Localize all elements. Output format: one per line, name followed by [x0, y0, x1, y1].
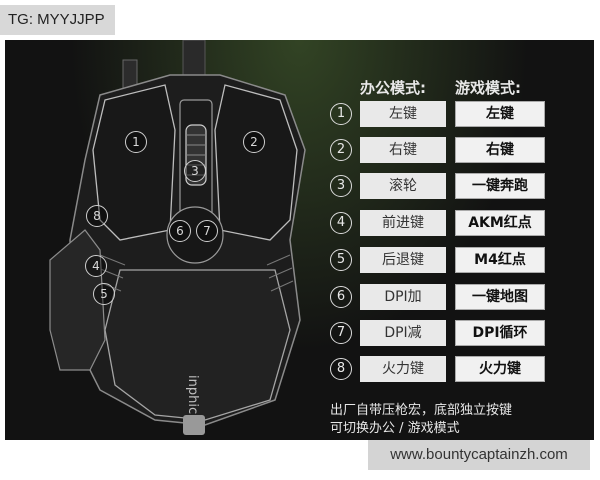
row-number-7: 7 [330, 322, 352, 344]
mouse-weight-knob [183, 415, 205, 435]
top-left-tag: TG: MYYJJPP [0, 5, 115, 35]
feature-note-line-1: 出厂自带压枪宏，底部独立按键 [330, 403, 513, 418]
row-number-2: 2 [330, 139, 352, 161]
game-cell-4: AKM红点 [455, 210, 545, 236]
row-number-1: 1 [330, 103, 352, 125]
mouse-right-button [214, 84, 298, 241]
row-number-5: 5 [330, 249, 352, 271]
game-mode-header: 游戏模式: [455, 79, 521, 97]
game-cell-5: M4红点 [455, 247, 545, 273]
game-cell-6: 一键地图 [455, 284, 545, 310]
row-number-3: 3 [330, 175, 352, 197]
game-cell-2: 右键 [455, 137, 545, 163]
feature-note-line-2: 可切换办公 / 游戏模式 [330, 421, 460, 436]
office-mode-header: 办公模式: [360, 79, 426, 97]
mouse-brand-text: inphic [185, 375, 200, 415]
mouse-label-7: 7 [196, 220, 218, 242]
mouse-label-3: 3 [184, 160, 206, 182]
office-cell-7: DPI减 [360, 320, 446, 346]
game-cell-8: 火力键 [455, 356, 545, 382]
game-cell-7: DPI循环 [455, 320, 545, 346]
row-number-8: 8 [330, 358, 352, 380]
mouse-label-6: 6 [169, 220, 191, 242]
mouse-label-5: 5 [93, 283, 115, 305]
office-cell-8: 火力键 [360, 356, 446, 382]
mouse-illustration [49, 40, 306, 435]
mouse-cable [182, 40, 206, 81]
office-cell-3: 滚轮 [360, 173, 446, 199]
mouse-left-button [92, 84, 176, 241]
row-number-6: 6 [330, 286, 352, 308]
mouse-label-1: 1 [125, 131, 147, 153]
game-cell-1: 左键 [455, 101, 545, 127]
game-cell-3: 一键奔跑 [455, 173, 545, 199]
feature-note: 出厂自带压枪宏，底部独立按键 可切换办公 / 游戏模式 [330, 402, 590, 438]
mouse-label-8: 8 [86, 205, 108, 227]
office-cell-2: 右键 [360, 137, 446, 163]
mouse-label-2: 2 [243, 131, 265, 153]
office-cell-5: 后退键 [360, 247, 446, 273]
row-number-4: 4 [330, 212, 352, 234]
office-cell-1: 左键 [360, 101, 446, 127]
mouse-label-4: 4 [85, 255, 107, 277]
office-cell-6: DPI加 [360, 284, 446, 310]
watermark: www.bountycaptainzh.com [368, 440, 590, 470]
office-cell-4: 前进键 [360, 210, 446, 236]
